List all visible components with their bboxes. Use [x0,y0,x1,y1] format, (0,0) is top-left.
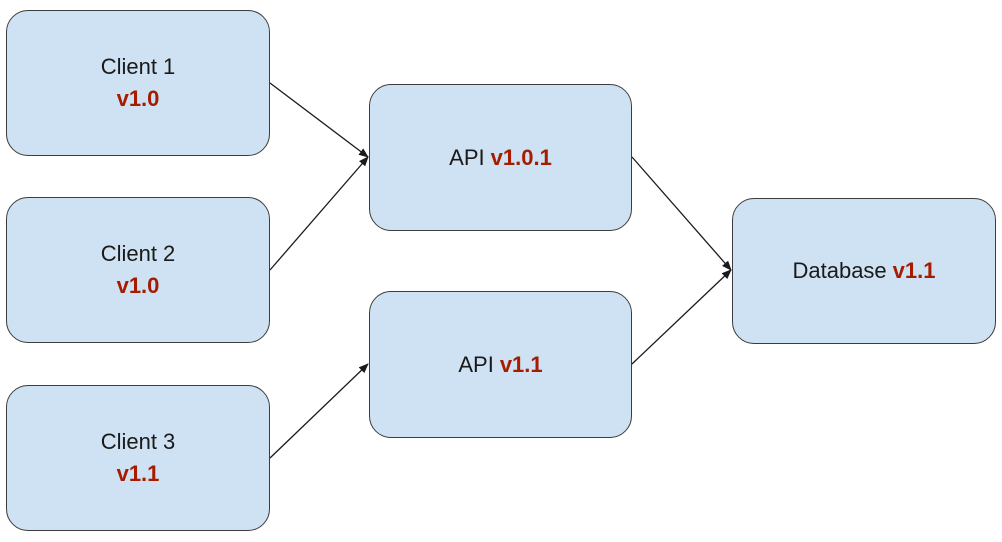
edge-api-v1-1-to-database [631,269,732,365]
edge-api-v1-0-1-to-database [631,156,732,271]
database-label: Database [792,258,887,284]
edge-client-3-to-api-v1-1 [269,363,369,459]
edge-client-1-to-api-v1-0-1 [269,82,369,158]
client-2-node: Client 2 v1.0 [6,197,270,343]
client-2-label: Client 2 [100,241,176,267]
client-3-node: Client 3 v1.1 [6,385,270,531]
client-1-label: Client 1 [100,54,176,80]
client-1-version: v1.0 [116,86,160,111]
api-v1-1-label: API [458,351,494,377]
api-v1-1-version: v1.1 [499,351,543,377]
client-3-label: Client 3 [100,429,176,455]
api-v1-0-1-label: API [449,144,485,170]
database-version: v1.1 [892,258,936,284]
client-3-version: v1.1 [116,461,160,486]
client-2-version: v1.0 [116,273,160,298]
edge-client-2-to-api-v1-0-1 [269,156,369,271]
api-v1-0-1-version: v1.0.1 [490,144,552,170]
client-1-node: Client 1 v1.0 [6,10,270,156]
